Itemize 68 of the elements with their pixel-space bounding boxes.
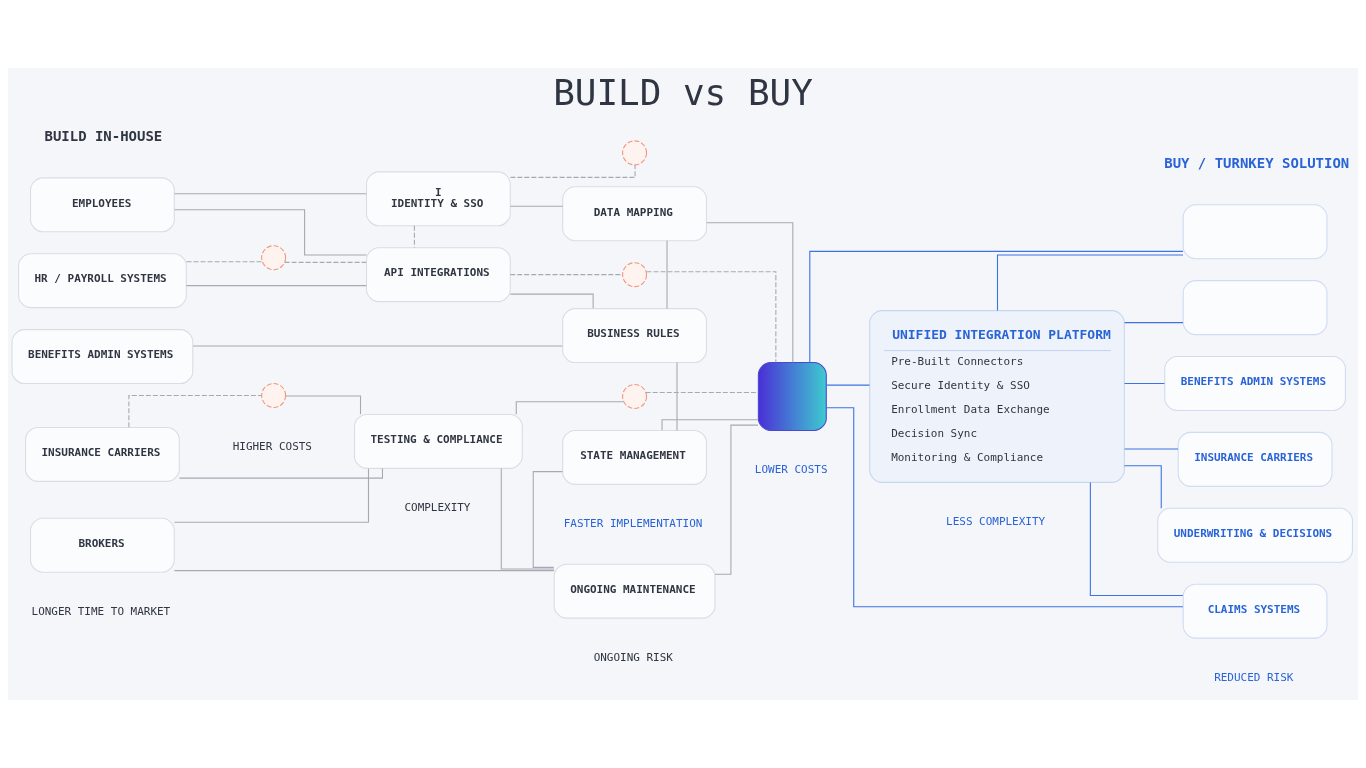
connector: [186, 261, 263, 263]
node-box: UNDERWRITING & DECISIONS: [1157, 507, 1353, 563]
connector: [676, 362, 678, 431]
connector: [413, 225, 415, 249]
node-box: BENEFITS ADMIN SYSTEMS: [11, 329, 194, 385]
node-box: CLAIMS SYSTEMS: [1182, 583, 1328, 639]
node-box: [1182, 204, 1328, 260]
node-box: DATA MAPPING: [562, 186, 707, 242]
label: LESS COMPLEXITY: [946, 515, 1046, 529]
node-circle: [622, 140, 648, 166]
diagram-title: BUILD vs BUY: [553, 71, 813, 113]
node-circle: [622, 383, 648, 409]
connector: [515, 401, 625, 415]
label: COMPLEXITY: [404, 501, 471, 515]
label: HIGHER COSTS: [232, 440, 312, 454]
connector: [192, 345, 563, 347]
connector: [285, 395, 362, 415]
connector: [178, 467, 384, 479]
node-box: [757, 361, 827, 431]
node-box: STATE MANAGEMENT: [562, 429, 707, 485]
label: BUILD IN-HOUSE: [44, 127, 163, 144]
connector: [500, 467, 555, 570]
node-box: INSURANCE CARRIERS: [1177, 431, 1333, 487]
connector: [666, 240, 668, 310]
connector: [646, 271, 777, 363]
connector: [1124, 322, 1184, 324]
connector: [284, 261, 367, 263]
connector: [1089, 482, 1184, 597]
node-circle: [261, 382, 287, 408]
node-box: [1182, 280, 1328, 336]
label: REDUCED RISK: [1214, 670, 1294, 684]
node-box: TESTING & COMPLIANCE: [353, 413, 523, 469]
connector: [532, 471, 564, 568]
connector: [174, 209, 367, 256]
connector: [173, 468, 370, 523]
connector: [1123, 465, 1162, 509]
connector: [173, 570, 555, 572]
node-box: HR / PAYROLL SYSTEMS: [18, 253, 187, 309]
connector: [1124, 382, 1165, 385]
label: LONGER TIME TO MARKET: [31, 604, 171, 618]
connector: [661, 419, 759, 431]
node-box: API INTEGRATIONS: [365, 247, 511, 303]
node-box: BENEFITS ADMIN SYSTEMS: [1164, 356, 1346, 411]
connector: [509, 205, 564, 207]
connector: [645, 391, 759, 394]
label: FASTER IMPLEMENTATION: [563, 517, 703, 531]
connector: [509, 274, 623, 276]
connector: [706, 222, 794, 363]
node-box: BROKERS: [30, 517, 175, 573]
node-box: BUSINESS RULES: [562, 308, 707, 364]
label: LOWER COSTS: [754, 463, 828, 477]
node-box: EMPLOYEES: [30, 177, 175, 233]
node-circle: [622, 262, 648, 288]
connector: [826, 407, 1184, 608]
node-box: UNIFIED INTEGRATION PLATFORM Pre-Built Connectors Secure Identity & SSO Enrollment Data Exchange Decision Sync Monitoring & Compliance: [869, 310, 1125, 483]
node-box: ONGOING MAINTENANCE: [553, 563, 716, 619]
label: ONGOING RISK: [593, 650, 673, 664]
node-box: INSURANCE CARRIERS: [25, 426, 180, 482]
connector: [173, 193, 367, 195]
connector: [826, 384, 871, 386]
node-circle: [261, 245, 287, 271]
label: BUY / TURNKEY SOLUTION: [1164, 154, 1350, 171]
connector: [809, 250, 1184, 363]
connector: [1124, 448, 1179, 450]
node-box: I IDENTITY & SSO: [365, 171, 511, 227]
connector: [996, 254, 1184, 312]
connector: [128, 394, 262, 428]
connector: [185, 285, 367, 287]
